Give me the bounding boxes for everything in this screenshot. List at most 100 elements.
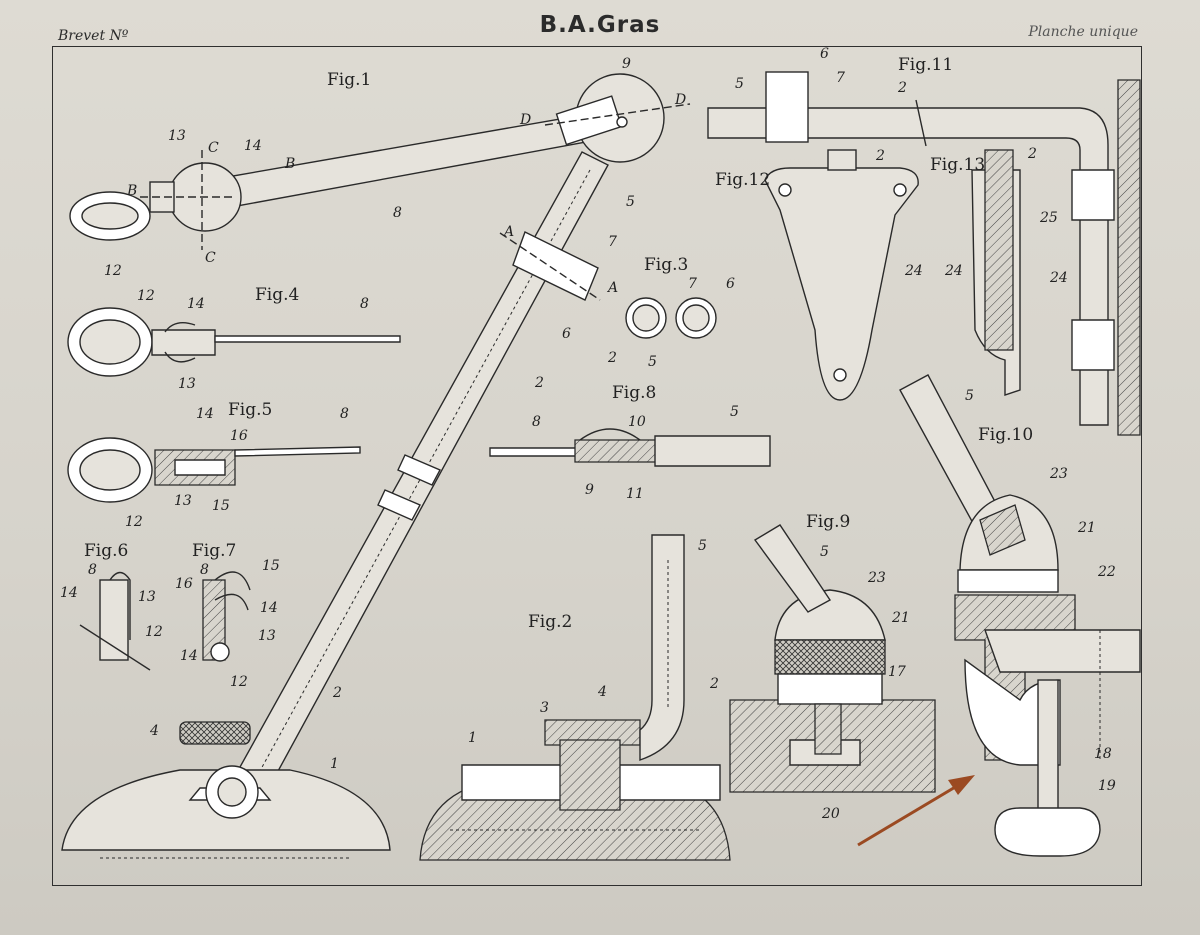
bracket-24-fig12 bbox=[764, 167, 919, 401]
patent-title: B.A.Gras bbox=[539, 12, 661, 38]
label-3-fig2: 3 bbox=[540, 700, 549, 716]
pivot-clamp bbox=[555, 95, 623, 146]
label-B-2: B bbox=[284, 156, 295, 172]
ring-12-fig4-inner bbox=[79, 319, 141, 365]
label-13-fig4: 13 bbox=[178, 376, 196, 392]
label-9-fig8: 9 bbox=[585, 482, 594, 498]
screw-18-fig10 bbox=[1037, 679, 1059, 821]
tube-joint-1 bbox=[397, 454, 441, 486]
label-2-fig13: 2 bbox=[1027, 146, 1037, 162]
wall-fig11 bbox=[1117, 79, 1141, 436]
hole-bottom-fig12 bbox=[833, 368, 847, 382]
hole-right-fig12 bbox=[893, 183, 907, 197]
patent-number-label: Brevet Nº bbox=[58, 28, 129, 44]
label-C-2: C bbox=[205, 250, 216, 266]
ring-12-fig5-inner bbox=[79, 449, 141, 491]
label-2-fig1b: 2 bbox=[332, 685, 342, 701]
figure-6 bbox=[79, 571, 151, 671]
label-5-fig9: 5 bbox=[820, 544, 829, 560]
label-18-fig10: 18 bbox=[1094, 746, 1112, 762]
reference-labels: B B C C D D A A 13 14 12 8 9 5 7 6 2 2 4… bbox=[60, 46, 1116, 822]
label-7-fig1: 7 bbox=[608, 234, 617, 250]
ball-23-fig9 bbox=[774, 589, 886, 641]
caption-fig13: Fig.13 bbox=[930, 155, 985, 175]
label-12-fig4: 12 bbox=[137, 288, 155, 304]
label-8-fig6: 8 bbox=[88, 562, 97, 578]
label-D-1: D bbox=[519, 112, 531, 128]
label-19-fig10: 19 bbox=[1098, 778, 1116, 794]
label-13-fig7: 13 bbox=[258, 628, 276, 644]
arm-8-fig4 bbox=[214, 335, 401, 343]
caption-fig11: Fig.11 bbox=[898, 55, 953, 75]
tube-5-fig9 bbox=[753, 524, 832, 613]
label-8-fig1: 8 bbox=[393, 205, 402, 221]
clip-14-fig6 bbox=[99, 579, 129, 661]
drawing-frame bbox=[52, 46, 1142, 886]
plate-label: Planche unique bbox=[1028, 24, 1138, 40]
figure-5 bbox=[67, 437, 361, 503]
spring-13-fig6 bbox=[109, 571, 131, 640]
label-21-fig9: 21 bbox=[891, 610, 910, 626]
spring-fig4 bbox=[164, 322, 196, 363]
label-16-fig7: 16 bbox=[175, 576, 193, 592]
figure-11 bbox=[707, 71, 1141, 436]
annotation-arrow-head bbox=[948, 775, 975, 795]
caption-fig8: Fig.8 bbox=[612, 383, 656, 403]
section-line-a bbox=[499, 232, 601, 301]
label-7-fig11: 7 bbox=[836, 70, 845, 86]
tube-5-section-fig3 bbox=[682, 304, 710, 332]
tube-2-stub-fig12 bbox=[827, 149, 857, 171]
figure-7 bbox=[202, 571, 251, 662]
label-7-fig3: 7 bbox=[688, 276, 697, 292]
caption-fig2: Fig.2 bbox=[528, 612, 572, 632]
caption-fig3: Fig.3 bbox=[644, 255, 688, 275]
label-A-1: A bbox=[502, 224, 514, 240]
label-6-fig1: 6 bbox=[562, 326, 571, 342]
label-2-fig3: 2 bbox=[607, 350, 617, 366]
base-pivot-inner bbox=[217, 777, 247, 807]
clip-14-fig4 bbox=[151, 329, 216, 356]
figure-10 bbox=[899, 374, 1141, 857]
caption-fig4: Fig.4 bbox=[255, 285, 299, 305]
label-C-1: C bbox=[208, 140, 219, 156]
pivot-pin bbox=[616, 116, 628, 128]
label-14-fig6: 14 bbox=[60, 585, 78, 601]
figure-3 bbox=[625, 297, 717, 339]
label-9-fig1: 9 bbox=[622, 56, 631, 72]
label-13-fig5: 13 bbox=[174, 493, 192, 509]
label-16-fig5: 16 bbox=[230, 428, 248, 444]
label-12-fig1: 12 bbox=[104, 263, 122, 279]
label-14-fig5: 14 bbox=[196, 406, 214, 422]
label-8-fig4: 8 bbox=[360, 296, 369, 312]
label-14-fig1: 14 bbox=[244, 138, 262, 154]
figure-9 bbox=[729, 524, 936, 793]
label-8-fig7: 8 bbox=[200, 562, 209, 578]
pin-13-fig7 bbox=[210, 642, 230, 662]
bushing-3-fig2 bbox=[559, 739, 621, 811]
label-1-fig2: 1 bbox=[468, 730, 477, 746]
label-B-1: B bbox=[126, 183, 137, 199]
tube-5-fig8 bbox=[654, 435, 771, 467]
caption-fig10: Fig.10 bbox=[978, 425, 1033, 445]
label-1-fig1: 1 bbox=[330, 756, 339, 772]
socket-fig10 bbox=[979, 504, 1026, 556]
label-5-fig10: 5 bbox=[965, 388, 974, 404]
label-2-fig12: 2 bbox=[875, 148, 885, 164]
label-2-fig1a: 2 bbox=[534, 375, 544, 391]
figure-13 bbox=[971, 149, 1021, 396]
figure-12 bbox=[764, 149, 919, 401]
label-24-fig11: 24 bbox=[1049, 270, 1068, 286]
label-20-fig9: 20 bbox=[821, 806, 840, 822]
ring-22-fig10 bbox=[957, 569, 1059, 593]
label-12-fig5: 12 bbox=[125, 514, 143, 530]
stud-20-fig9 bbox=[814, 703, 842, 755]
label-14-fig7a: 14 bbox=[260, 600, 278, 616]
base-ring-fig9 bbox=[777, 673, 883, 705]
figure-4 bbox=[67, 307, 401, 377]
table-edge-fig10 bbox=[984, 629, 1141, 673]
spring-15-fig5 bbox=[174, 459, 226, 476]
bracket-24-fig11 bbox=[1071, 169, 1115, 371]
label-5-fig2: 5 bbox=[698, 538, 707, 554]
label-22-fig10: 22 bbox=[1097, 564, 1116, 580]
caption-fig7: Fig.7 bbox=[192, 541, 236, 561]
